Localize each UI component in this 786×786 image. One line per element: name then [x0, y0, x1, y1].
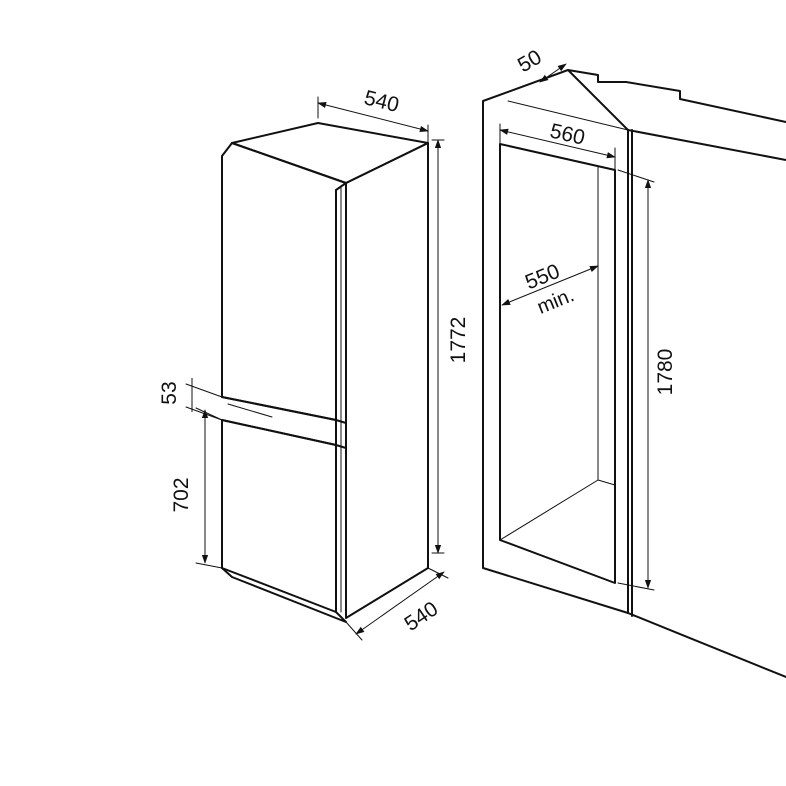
dim-niche-depth-top: 50: [514, 46, 567, 83]
gap-band-inner-line: [227, 403, 273, 418]
label-lower-door-height: 702: [170, 477, 193, 512]
dim-niche-depth-min: 550 min.: [501, 260, 599, 319]
niche-drawing: [482, 69, 786, 678]
dim-appliance-width-top: 540: [317, 86, 429, 144]
label-appliance-depth-bottom: 540: [400, 597, 442, 636]
label-niche-height: 1780: [654, 349, 677, 396]
appliance-lower-door: [221, 419, 337, 613]
label-appliance-height: 1772: [447, 317, 470, 364]
cabinet-top-edge: [567, 69, 786, 123]
label-niche-width: 560: [548, 120, 587, 150]
adjacent-cabinet: [627, 129, 786, 678]
cabinet-top-inner-line: [507, 100, 629, 131]
dim-niche-width: 560: [499, 120, 616, 171]
cabinet-front-face: [482, 69, 629, 614]
label-appliance-width-top: 540: [362, 86, 402, 117]
dim-niche-height: 1780: [617, 169, 677, 591]
appliance-side-face: [345, 142, 429, 619]
dim-door-gap: 53: [158, 378, 223, 421]
niche-inner-back: [499, 143, 599, 541]
niche-floor-line: [597, 479, 616, 486]
dim-appliance-height: 1772: [431, 139, 470, 554]
appliance-plinth: [221, 567, 347, 623]
label-niche-depth-top: 50: [514, 46, 546, 78]
niche-inner-side: [597, 165, 616, 171]
dim-appliance-depth-bottom: 540: [345, 567, 449, 641]
label-door-gap: 53: [158, 381, 181, 404]
appliance-door-gap-band: [221, 396, 347, 449]
appliance-upper-door: [221, 142, 347, 421]
appliance-drawing: [221, 122, 429, 623]
dim-lower-door-height: 702: [170, 407, 223, 569]
